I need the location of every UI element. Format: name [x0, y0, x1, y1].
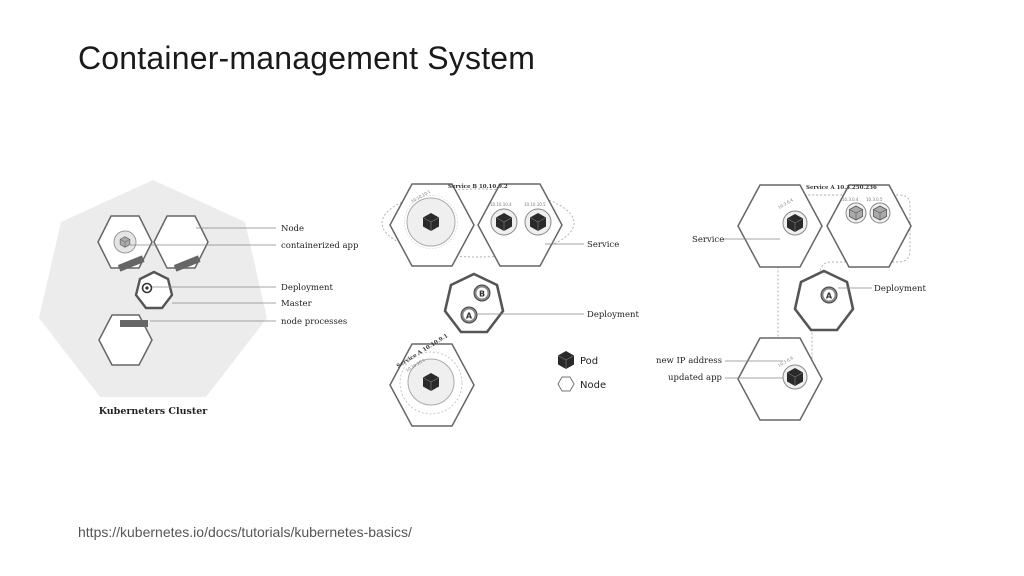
node-processes-tab — [120, 320, 148, 327]
cluster-caption: Kuberneters Cluster — [99, 406, 209, 417]
callout-containerized-app: containerized app — [281, 241, 359, 251]
source-url[interactable]: https://kubernetes.io/docs/tutorials/kub… — [78, 524, 412, 540]
svg-text:A: A — [826, 292, 833, 301]
legend-pod-label: Pod — [580, 356, 598, 367]
service-b-boundary — [381, 188, 575, 258]
svg-text:B: B — [479, 290, 485, 299]
callout-service: Service — [587, 240, 619, 250]
callout-node-processes: node processes — [281, 317, 347, 327]
service-a-label: Service A 10.3.250.236 — [806, 185, 877, 191]
master-heptagon — [134, 270, 174, 310]
slide-title: Container-management System — [78, 40, 536, 76]
service-b-label: Service B 10.10.9.2 — [448, 184, 508, 190]
svg-text:10.10.10.5: 10.10.10.5 — [524, 202, 546, 207]
container-icon — [119, 236, 131, 248]
callout-master: Master — [281, 299, 313, 309]
legend-node-icon — [557, 376, 575, 392]
callout-service: Service — [692, 235, 724, 245]
services-panel: 10.10.10.1 10.10.10.4 10.10.10.5 Service… — [381, 183, 639, 427]
cluster-panel: Node containerized app Deployment Master… — [39, 180, 359, 417]
node-hex — [153, 215, 209, 269]
node-hex — [737, 337, 823, 421]
node-hex — [737, 184, 823, 268]
svg-text:10.10.10.4: 10.10.10.4 — [490, 202, 512, 207]
callout-new-ip-address: new IP address — [656, 356, 722, 366]
callout-updated-app: updated app — [668, 373, 723, 383]
node-processes-tab — [117, 255, 145, 272]
callout-deployment: Deployment — [874, 284, 926, 294]
container-icon — [849, 205, 863, 221]
node-hex — [826, 184, 912, 268]
callout-node: Node — [281, 224, 304, 234]
container-icon — [873, 205, 887, 221]
node-hex — [98, 314, 153, 366]
svg-text:A: A — [466, 312, 473, 321]
legend-node-label: Node — [580, 380, 606, 391]
deployment-heptagon — [443, 272, 505, 334]
node-hex — [477, 183, 563, 267]
legend-pod — [557, 350, 575, 370]
callout-deployment: Deployment — [281, 283, 333, 293]
svg-text:10.3.0.5: 10.3.0.5 — [866, 197, 883, 202]
update-panel: 10.3.0.4 10.3.0.4 10.3.0.5 Service A 10.… — [656, 184, 926, 421]
svg-text:10.3.0.4: 10.3.0.4 — [842, 197, 859, 202]
callout-deployment: Deployment — [587, 310, 639, 320]
node-processes-tab — [173, 255, 201, 272]
